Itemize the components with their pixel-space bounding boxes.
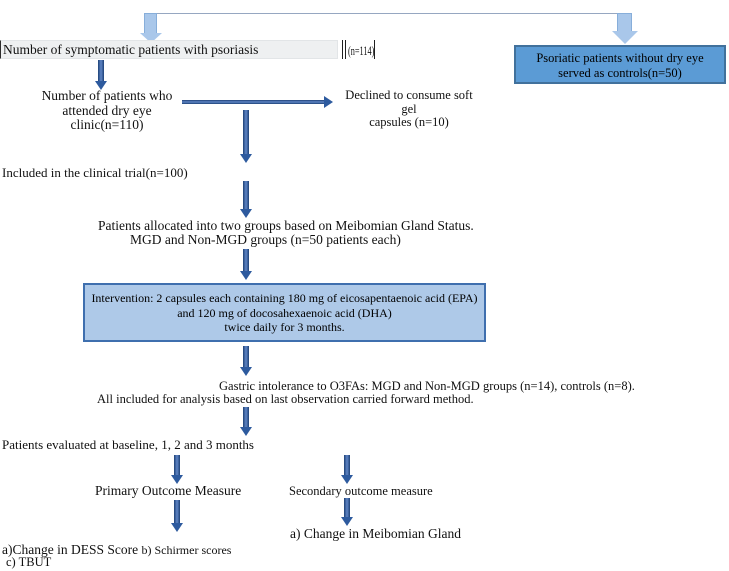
allocation-line2: MGD and Non-MGD groups (n=50 patients ea… bbox=[130, 232, 401, 247]
intervention-line1: Intervention: 2 capsules each containing… bbox=[91, 291, 478, 305]
divider-bar bbox=[345, 40, 346, 59]
flow-arrow-down-icon bbox=[340, 498, 353, 526]
top-box-count: (n=114) bbox=[348, 44, 375, 58]
divider-bar bbox=[342, 40, 343, 59]
flow-arrow-down-icon bbox=[239, 110, 252, 163]
flow-arrow-down-icon bbox=[340, 455, 353, 484]
primary-result-b: b) Schirmer scores bbox=[141, 543, 232, 557]
block-arrow-down-left-icon bbox=[139, 13, 162, 43]
block-arrow-down-right-icon bbox=[611, 13, 638, 44]
divider-bar bbox=[374, 40, 375, 59]
flow-arrow-down-icon bbox=[239, 346, 252, 376]
gastric-line2: All included for analysis based on last … bbox=[97, 392, 474, 406]
allocation-line1: Patients allocated into two groups based… bbox=[98, 218, 474, 233]
controls-box: Psoriatic patients without dry eye serve… bbox=[514, 45, 726, 84]
intervention-line2: and 120 mg of docosahexaenoic acid (DHA) bbox=[177, 305, 392, 320]
flow-arrow-down-icon bbox=[239, 181, 252, 218]
controls-box-line2: served as controls(n=50) bbox=[558, 66, 682, 80]
flow-arrow-down-icon bbox=[94, 60, 107, 90]
primary-outcome-label: Primary Outcome Measure bbox=[95, 483, 242, 498]
intervention-box: Intervention: 2 capsules each containing… bbox=[83, 283, 486, 342]
symptomatic-patients-label: Number of symptomatic patients with psor… bbox=[3, 42, 259, 57]
controls-box-line1: Psoriatic patients without dry eye bbox=[536, 51, 704, 65]
attended-clinic-text: Number of patients who attended dry eye … bbox=[41, 88, 173, 133]
primary-result-c: c) TBUT bbox=[6, 555, 52, 569]
flow-arrow-down-icon bbox=[170, 455, 183, 484]
flow-arrow-right-icon bbox=[182, 96, 333, 108]
flow-arrow-down-icon bbox=[239, 249, 252, 280]
primary-result-text: a)Change in DESS Score b) Schirmer score… bbox=[2, 542, 232, 558]
flow-arrow-down-icon bbox=[170, 500, 183, 532]
secondary-outcome-label: Secondary outcome measure bbox=[289, 484, 433, 498]
top-connector-line bbox=[150, 13, 627, 14]
evaluated-text: Patients evaluated at baseline, 1, 2 and… bbox=[2, 437, 254, 452]
declined-text: Declined to consume soft gel capsules (n… bbox=[345, 88, 473, 129]
symptomatic-patients-box: Number of symptomatic patients with psor… bbox=[0, 40, 338, 59]
included-text: Included in the clinical trial(n=100) bbox=[2, 165, 188, 180]
secondary-result-text: a) Change in Meibomian Gland bbox=[290, 526, 461, 541]
intervention-line3: twice daily for 3 months. bbox=[224, 320, 345, 334]
gastric-line1: Gastric intolerance to O3FAs: MGD and No… bbox=[219, 379, 635, 393]
primary-result-a: a)Change in DESS Score bbox=[2, 542, 139, 557]
flow-arrow-down-icon bbox=[239, 407, 252, 436]
